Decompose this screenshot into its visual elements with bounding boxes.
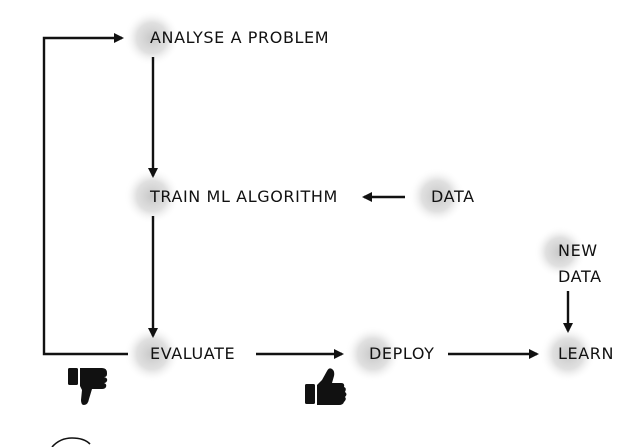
evaluate-node-glow	[124, 326, 180, 382]
node-new-data-line-1: NEW	[558, 241, 598, 260]
thumbs-up-icon	[305, 368, 347, 405]
node-data: DATA	[431, 187, 475, 206]
partial-cropped-shape	[51, 437, 91, 447]
node-learn: LEARN	[558, 344, 615, 363]
data-node-glow	[409, 168, 465, 224]
node-new-data: NEW DATA	[558, 238, 602, 290]
deploy-node-glow	[345, 326, 401, 382]
new-data-node-glow	[534, 226, 586, 278]
node-analyse-a-problem: ANALYSE A PROBLEM	[150, 28, 330, 47]
node-deploy: DEPLOY	[369, 344, 435, 363]
train-node-glow	[124, 168, 180, 224]
analyse-node-glow	[124, 10, 180, 66]
learn-node-glow	[540, 326, 596, 382]
thumbs-down-icon	[68, 368, 108, 405]
node-train-ml-algorithm: TRAIN ML ALGORITHM	[150, 187, 338, 206]
node-new-data-line-2: DATA	[558, 267, 602, 286]
arrow-evaluate-to-analyse	[42, 33, 128, 356]
node-evaluate: EVALUATE	[150, 344, 236, 363]
